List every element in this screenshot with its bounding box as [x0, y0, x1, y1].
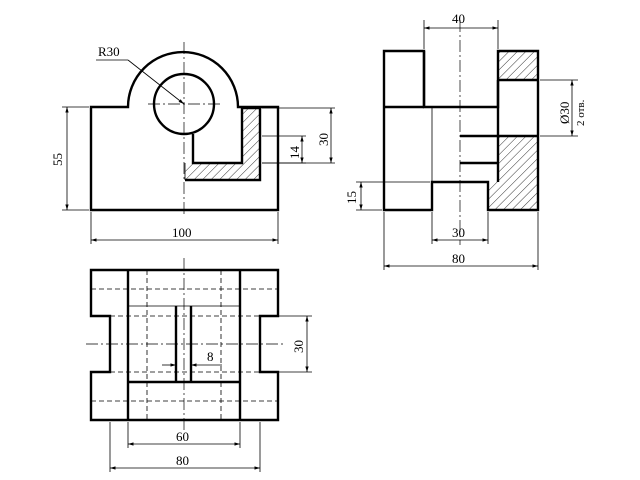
top-view: 8 30 60 80 — [86, 258, 312, 472]
front-outline — [89, 50, 280, 212]
side-dim-hole-note: 2 отв. — [575, 99, 587, 126]
side-dim-hole: Ø30 — [557, 102, 572, 124]
front-view: R30 100 55 30 14 — [50, 42, 335, 244]
front-dim-height: 55 — [50, 153, 65, 166]
top-dim-rib: 8 — [207, 349, 214, 364]
side-view: 40 Ø30 2 отв. 15 30 80 — [344, 11, 587, 270]
front-slot — [185, 106, 262, 182]
side-dim-step-width: 30 — [452, 225, 465, 240]
side-dim-width: 80 — [452, 251, 465, 266]
side-dim-step-height: 15 — [344, 191, 359, 204]
top-outline — [89, 268, 280, 422]
side-dim-top: 40 — [452, 11, 465, 26]
top-dim-slot: 30 — [291, 340, 306, 353]
side-section-hatch-top — [498, 51, 538, 80]
top-dim-inner: 60 — [176, 429, 189, 444]
front-dim-slot-offset: 14 — [287, 146, 302, 160]
front-section-hatch — [185, 108, 260, 180]
top-dim-width: 80 — [176, 453, 189, 468]
front-dim-width: 100 — [172, 225, 192, 240]
front-dim-slot-depth: 30 — [316, 133, 331, 146]
side-section-hatch-bottom — [488, 136, 538, 210]
front-radius-label: R30 — [98, 44, 120, 59]
